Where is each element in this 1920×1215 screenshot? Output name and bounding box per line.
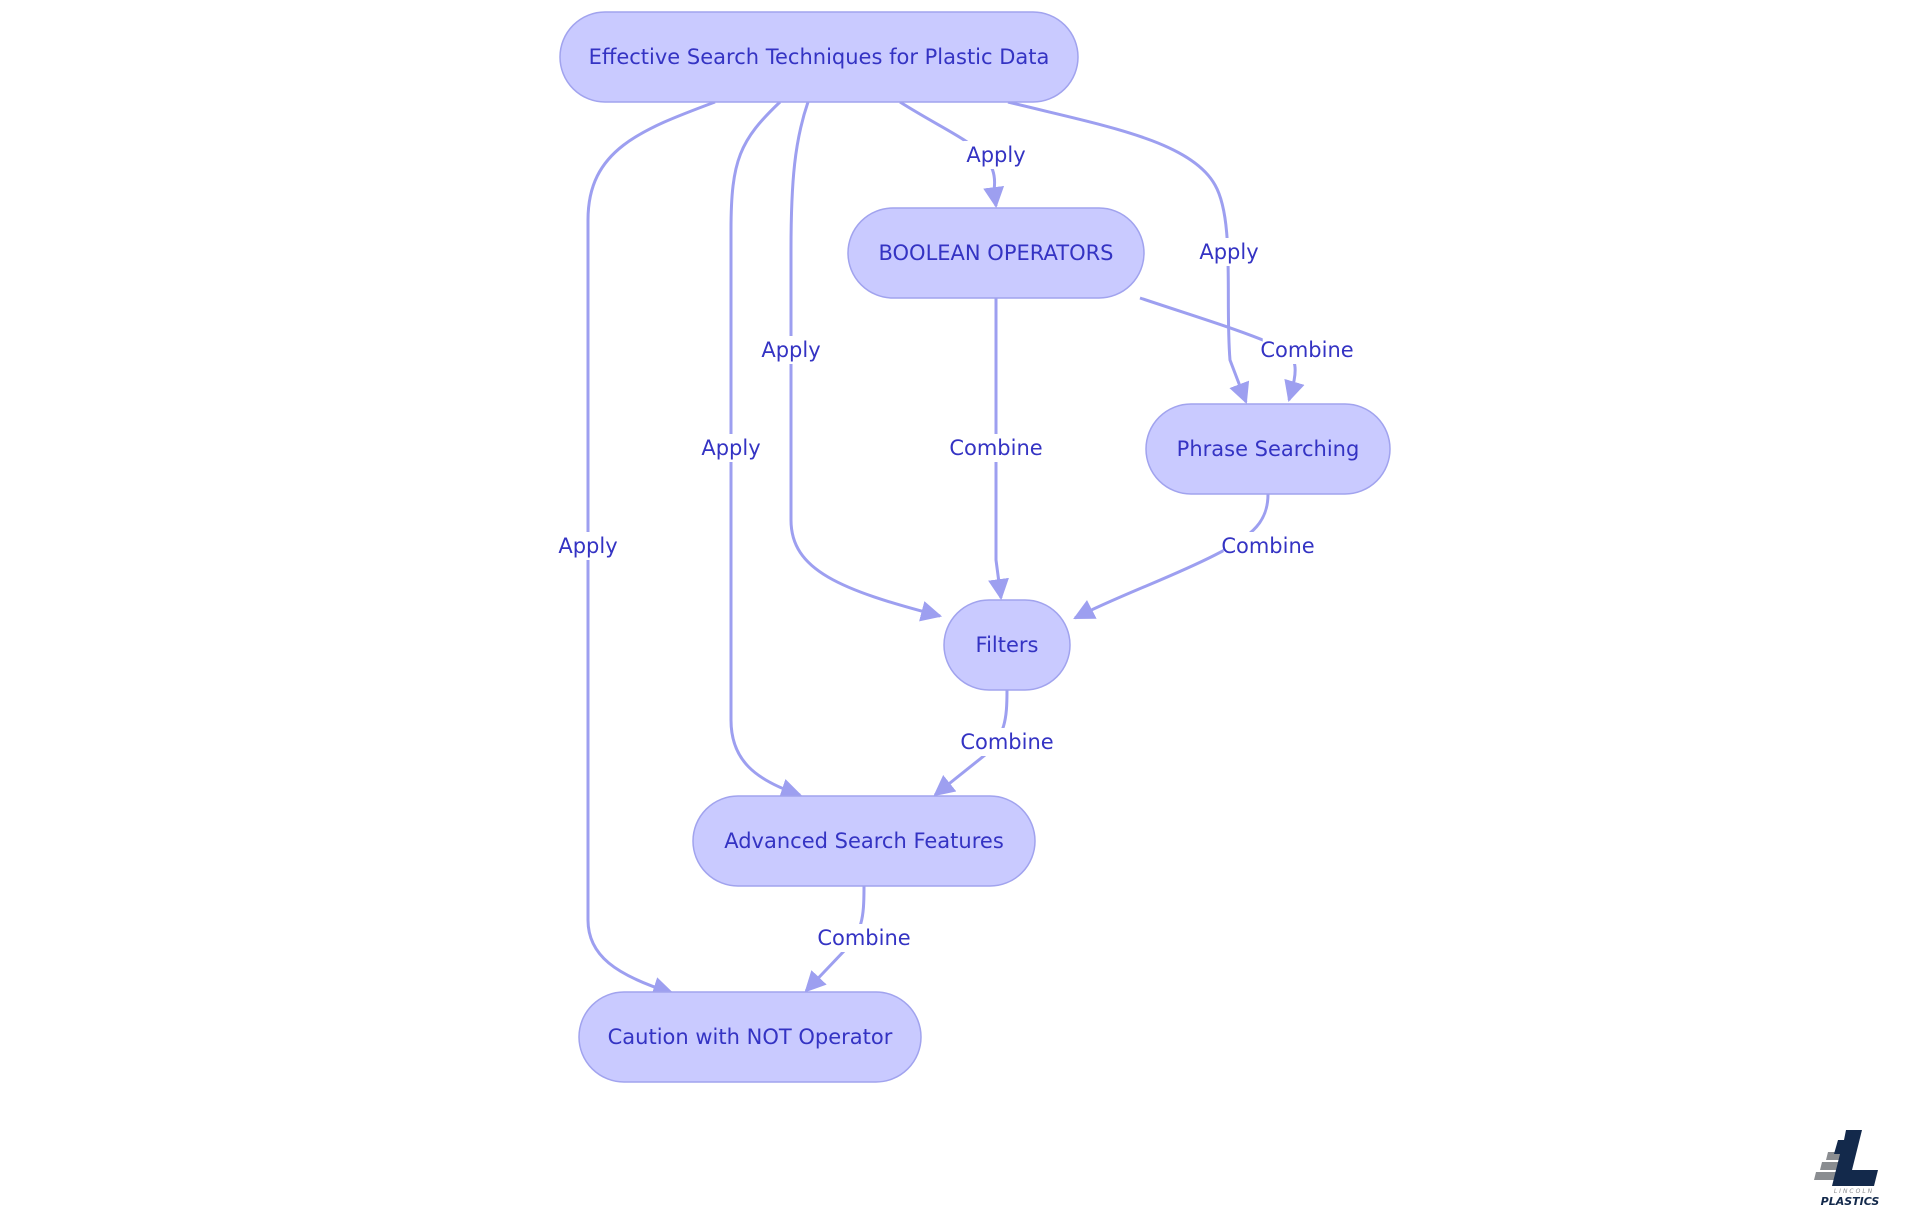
edge-label-root-to-boolean: Apply: [963, 141, 1029, 169]
edge-label-background: [758, 336, 824, 364]
lincoln-plastics-logo: LINCOLN PLASTICS: [1814, 1130, 1880, 1208]
edge-label-background: [963, 141, 1029, 169]
node-boolean: BOOLEAN OPERATORS: [847, 207, 1145, 299]
edge-label-filters-to-advanced: Combine: [960, 728, 1054, 756]
node-box: [1145, 403, 1391, 495]
edge-label-text: Apply: [558, 534, 617, 558]
node-label: BOOLEAN OPERATORS: [878, 241, 1113, 265]
edge-label-text: Apply: [701, 436, 760, 460]
node-label: Caution with NOT Operator: [608, 1025, 893, 1049]
node-label: Advanced Search Features: [724, 829, 1004, 853]
edge-labels-layer: ApplyApplyApplyApplyApplyCombineCombineC…: [555, 141, 1354, 952]
edge-label-boolean-to-phrase: Combine: [1260, 336, 1354, 364]
node-label: Effective Search Techniques for Plastic …: [589, 45, 1050, 69]
edge-label-background: [555, 532, 621, 560]
logo-letter-l: [1832, 1130, 1878, 1186]
edge-root-to-filters: [789, 101, 943, 622]
edge-label-text: Combine: [960, 730, 1053, 754]
node-box: [943, 599, 1071, 691]
node-caution: Caution with NOT Operator: [578, 991, 922, 1083]
logo-text-plastics: PLASTICS: [1821, 1195, 1880, 1208]
edge-label-root-to-caution: Apply: [555, 532, 621, 560]
edge-label-root-to-phrase: Apply: [1196, 238, 1262, 266]
edge-label-advanced-to-caution: Combine: [817, 924, 911, 952]
node-box: [692, 795, 1036, 887]
edge-label-text: Combine: [1221, 534, 1314, 558]
edge-root-to-phrase: [1007, 100, 1250, 404]
edge-boolean-to-filters: [988, 298, 1009, 601]
edge-label-text: Apply: [966, 143, 1025, 167]
edge-label-background: [1196, 238, 1262, 266]
edge-label-text: Apply: [761, 338, 820, 362]
node-box: [578, 991, 922, 1083]
edge-label-background: [1262, 336, 1352, 364]
edge-label-text: Apply: [1199, 240, 1258, 264]
edge-label-phrase-to-filters: Combine: [1221, 532, 1315, 560]
node-advanced: Advanced Search Features: [692, 795, 1036, 887]
edge-root-to-advanced: [729, 100, 802, 799]
edge-label-boolean-to-filters: Combine: [949, 434, 1043, 462]
edge-label-text: Combine: [817, 926, 910, 950]
edge-label-text: Combine: [949, 436, 1042, 460]
node-box: [559, 11, 1079, 103]
edge-label-background: [819, 924, 909, 952]
node-filters: Filters: [943, 599, 1071, 691]
edge-label-root-to-filters: Apply: [758, 336, 824, 364]
logo-text-lincoln: LINCOLN: [1834, 1188, 1874, 1195]
node-root: Effective Search Techniques for Plastic …: [559, 11, 1079, 103]
edge-label-background: [1223, 532, 1313, 560]
node-box: [847, 207, 1145, 299]
edge-label-background: [698, 434, 764, 462]
node-label: Phrase Searching: [1177, 437, 1360, 461]
edge-label-background: [962, 728, 1052, 756]
edge-label-root-to-advanced: Apply: [698, 434, 764, 462]
edge-label-background: [951, 434, 1041, 462]
edge-phrase-to-filters: [1073, 493, 1270, 620]
nodes-layer: Effective Search Techniques for Plastic …: [559, 11, 1391, 1083]
edge-label-text: Combine: [1260, 338, 1353, 362]
node-label: Filters: [976, 633, 1039, 657]
node-phrase: Phrase Searching: [1145, 403, 1391, 495]
edge-root-to-caution: [586, 100, 716, 998]
